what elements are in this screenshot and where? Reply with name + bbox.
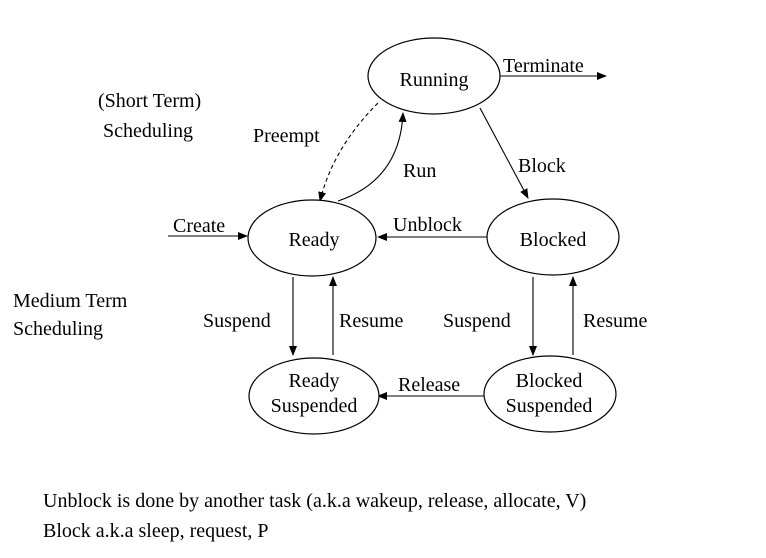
label-run: Run bbox=[403, 160, 436, 182]
label-resume-blocked: Resume bbox=[583, 310, 648, 332]
footnotes: Unblock is done by another task (a.k.a w… bbox=[43, 490, 586, 542]
label-preempt: Preempt bbox=[253, 125, 320, 147]
state-blocked-suspended: Blocked Suspended bbox=[483, 355, 617, 433]
transition-arrows bbox=[168, 72, 607, 400]
label-release: Release bbox=[398, 374, 460, 396]
state-label-blocked-suspended-line1: Blocked bbox=[516, 370, 583, 392]
scheduling-labels: (Short Term) Scheduling Medium Term Sche… bbox=[13, 90, 201, 340]
state-label-blocked-suspended-line2: Suspended bbox=[506, 395, 593, 417]
label-unblock: Unblock bbox=[393, 214, 462, 236]
state-running: Running bbox=[367, 37, 501, 115]
state-label-ready: Ready bbox=[288, 229, 339, 251]
label-resume-ready: Resume bbox=[339, 310, 404, 332]
note-line-1: Unblock is done by another task (a.k.a w… bbox=[43, 490, 586, 512]
state-ready-suspended: Ready Suspended bbox=[248, 357, 380, 435]
label-terminate: Terminate bbox=[503, 55, 584, 77]
label-create: Create bbox=[173, 215, 225, 237]
transition-labels: Terminate Preempt Run Block Create Unblo… bbox=[173, 55, 648, 396]
short-term-label-line1: (Short Term) bbox=[98, 90, 201, 112]
state-label-blocked: Blocked bbox=[520, 229, 587, 251]
medium-term-label-line2: Scheduling bbox=[13, 318, 103, 340]
note-line-2: Block a.k.a sleep, request, P bbox=[43, 520, 269, 542]
medium-term-label-line1: Medium Term bbox=[13, 290, 128, 312]
preempt-arrow bbox=[318, 102, 379, 202]
state-label-ready-suspended-line1: Ready bbox=[288, 370, 339, 392]
state-label-running: Running bbox=[400, 69, 469, 91]
label-suspend-blocked: Suspend bbox=[443, 310, 511, 332]
short-term-label-line2: Scheduling bbox=[103, 120, 193, 142]
state-ready: Ready bbox=[247, 199, 377, 277]
block-arrow bbox=[479, 107, 529, 199]
label-suspend-ready: Suspend bbox=[203, 310, 271, 332]
label-block: Block bbox=[518, 155, 566, 177]
run-arrow bbox=[337, 112, 407, 202]
state-label-ready-suspended-line2: Suspended bbox=[271, 395, 358, 417]
state-blocked: Blocked bbox=[486, 198, 620, 276]
